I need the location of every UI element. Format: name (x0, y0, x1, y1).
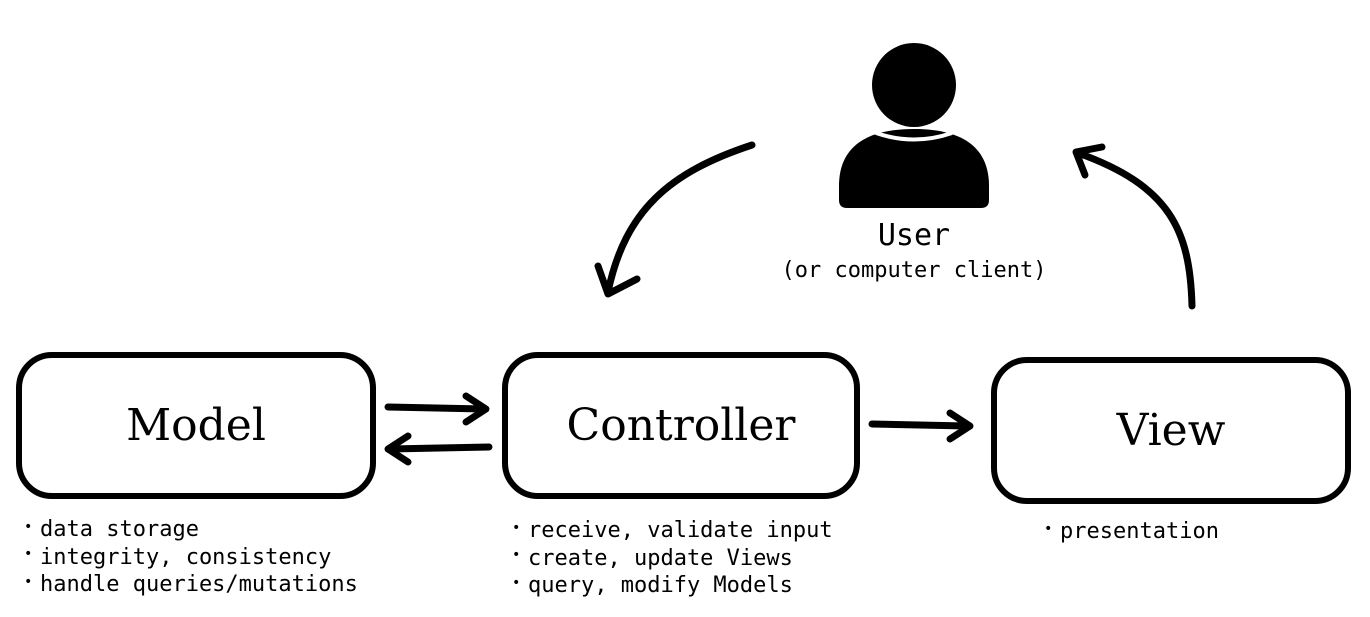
model-responsibilities: data storage integrity, consistency hand… (24, 516, 358, 599)
list-item: receive, validate input (512, 517, 833, 545)
controller-title: Controller (566, 400, 796, 451)
arrow-model-to-controller (384, 392, 490, 426)
list-item: presentation (1044, 518, 1219, 546)
controller-box: Controller (502, 352, 860, 499)
user-label: User (877, 218, 951, 253)
list-item: create, update Views (512, 545, 833, 573)
arrow-user-to-controller (594, 141, 756, 298)
list-item: query, modify Models (512, 572, 833, 600)
model-box: Model (16, 352, 376, 499)
arrow-controller-to-model (384, 432, 493, 466)
list-item: handle queries/mutations (24, 571, 358, 599)
user-sublabel: (or computer client) (781, 258, 1047, 283)
model-title: Model (126, 400, 266, 451)
view-responsibilities: presentation (1044, 518, 1219, 546)
person-icon (839, 43, 989, 208)
arrow-view-to-user (1072, 143, 1196, 310)
list-item: integrity, consistency (24, 544, 358, 572)
view-title: View (1116, 405, 1226, 456)
list-item: data storage (24, 516, 358, 544)
arrow-controller-to-view (868, 409, 974, 443)
view-box: View (991, 357, 1351, 504)
controller-responsibilities: receive, validate input create, update V… (512, 517, 833, 600)
